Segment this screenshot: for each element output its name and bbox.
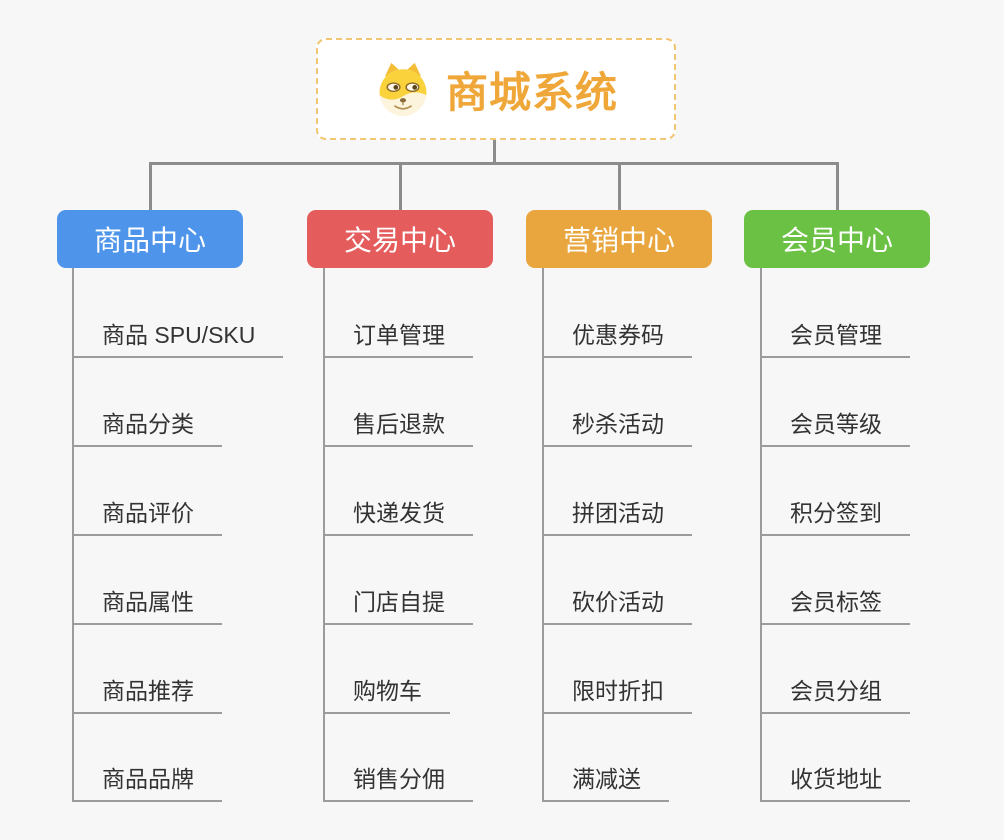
branch-rail-line: [149, 162, 839, 165]
branch-node[interactable]: 交易中心: [307, 210, 493, 268]
leaf-item[interactable]: 售后退款: [323, 403, 473, 447]
doge-face-icon: [374, 62, 432, 116]
leaf-item[interactable]: 购物车: [323, 670, 450, 714]
leaf-item[interactable]: 商品分类: [72, 403, 222, 447]
leaf-item[interactable]: 砍价活动: [542, 581, 692, 625]
leaf-item[interactable]: 会员分组: [760, 670, 910, 714]
leaf-item[interactable]: 会员管理: [760, 314, 910, 358]
leaf-item[interactable]: 商品评价: [72, 492, 222, 536]
branch-node[interactable]: 商品中心: [57, 210, 243, 268]
branch-drop-line: [618, 162, 621, 210]
leaf-item[interactable]: 快递发货: [323, 492, 473, 536]
branch-node[interactable]: 会员中心: [744, 210, 930, 268]
root-title: 商城系统: [445, 68, 618, 116]
root-drop-line: [493, 140, 496, 164]
leaf-item[interactable]: 秒杀活动: [542, 403, 692, 447]
root-node[interactable]: 商城系统: [316, 38, 676, 140]
branch-drop-line: [836, 162, 839, 210]
branch-node[interactable]: 营销中心: [526, 210, 712, 268]
leaf-item[interactable]: 商品属性: [72, 581, 222, 625]
leaf-item[interactable]: 商品推荐: [72, 670, 222, 714]
leaf-item[interactable]: 满减送: [542, 758, 669, 802]
branch-drop-line: [399, 162, 402, 210]
leaf-item[interactable]: 订单管理: [323, 314, 473, 358]
leaf-item[interactable]: 收货地址: [760, 758, 910, 802]
leaf-item[interactable]: 门店自提: [323, 581, 473, 625]
leaf-item[interactable]: 销售分佣: [323, 758, 473, 802]
leaf-item[interactable]: 商品品牌: [72, 758, 222, 802]
leaf-item[interactable]: 商品 SPU/SKU: [72, 314, 284, 358]
leaf-item[interactable]: 会员标签: [760, 581, 910, 625]
leaf-item[interactable]: 会员等级: [760, 403, 910, 447]
leaf-item[interactable]: 积分签到: [760, 492, 910, 536]
leaf-item[interactable]: 优惠券码: [542, 314, 692, 358]
leaf-item[interactable]: 限时折扣: [542, 670, 692, 714]
leaf-item[interactable]: 拼团活动: [542, 492, 692, 536]
branch-drop-line: [149, 162, 152, 210]
